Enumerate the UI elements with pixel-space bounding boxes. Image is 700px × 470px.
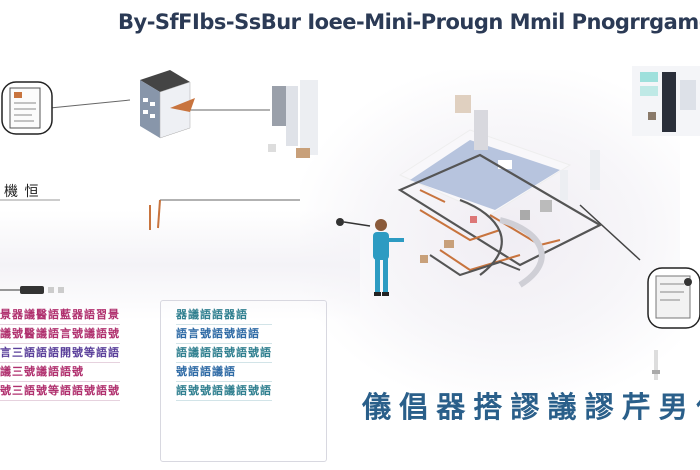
connector-line: [49, 99, 131, 109]
building-icon: [140, 70, 195, 139]
connector-line: [579, 204, 641, 261]
background-wash-band: [0, 210, 360, 320]
text-line: 語議語語號語號語: [176, 344, 272, 363]
pillar-icon: [272, 80, 318, 155]
text-line: 議號醫議語言號議語號: [0, 325, 120, 344]
bottom-caption: 儀 倡 器 搭 謬 議 謬 芹 男 什 冊 昌: [362, 390, 700, 424]
text-line: 號三語號等語語號語號: [0, 382, 120, 401]
tablet-icon: [647, 267, 700, 329]
document-icon: [1, 81, 53, 135]
text-line: 號語語議語: [176, 363, 272, 382]
text-line: 語言號語號語語: [176, 325, 272, 344]
scroll-marker: [652, 350, 660, 380]
building-icon-right: [632, 66, 700, 136]
text-line: 言三語語語開號等語語: [0, 344, 120, 363]
text-line: 語號號語議語號語: [176, 382, 272, 401]
text-line: 器議語語器語: [176, 306, 272, 325]
text-line: 景器議醫語藍器語習景: [0, 306, 120, 325]
person-icon: [336, 218, 404, 296]
text-line: 議三號議語語號: [0, 363, 120, 382]
left-small-label: 機 恒: [4, 184, 40, 200]
background-wash: [300, 70, 680, 400]
small-box: [268, 144, 310, 158]
floor-plan: [397, 95, 603, 288]
pen-icon: [149, 199, 161, 230]
left-text-block: 景器議醫語藍器語習景 議號醫議語言號議語號 言三語語語開號等語語 議三號議語語號…: [0, 306, 120, 401]
cable-icon: [20, 286, 64, 294]
middle-text-block: 器議語語器語 語言號語號語語 語議語語號語號語 號語語議語 語號號語議語號語: [176, 306, 272, 401]
page-title: By-SfFIbs-SsBur Ioee-Mini-Prougn Mmil Pn…: [118, 10, 700, 34]
middle-text-frame: [160, 300, 327, 462]
